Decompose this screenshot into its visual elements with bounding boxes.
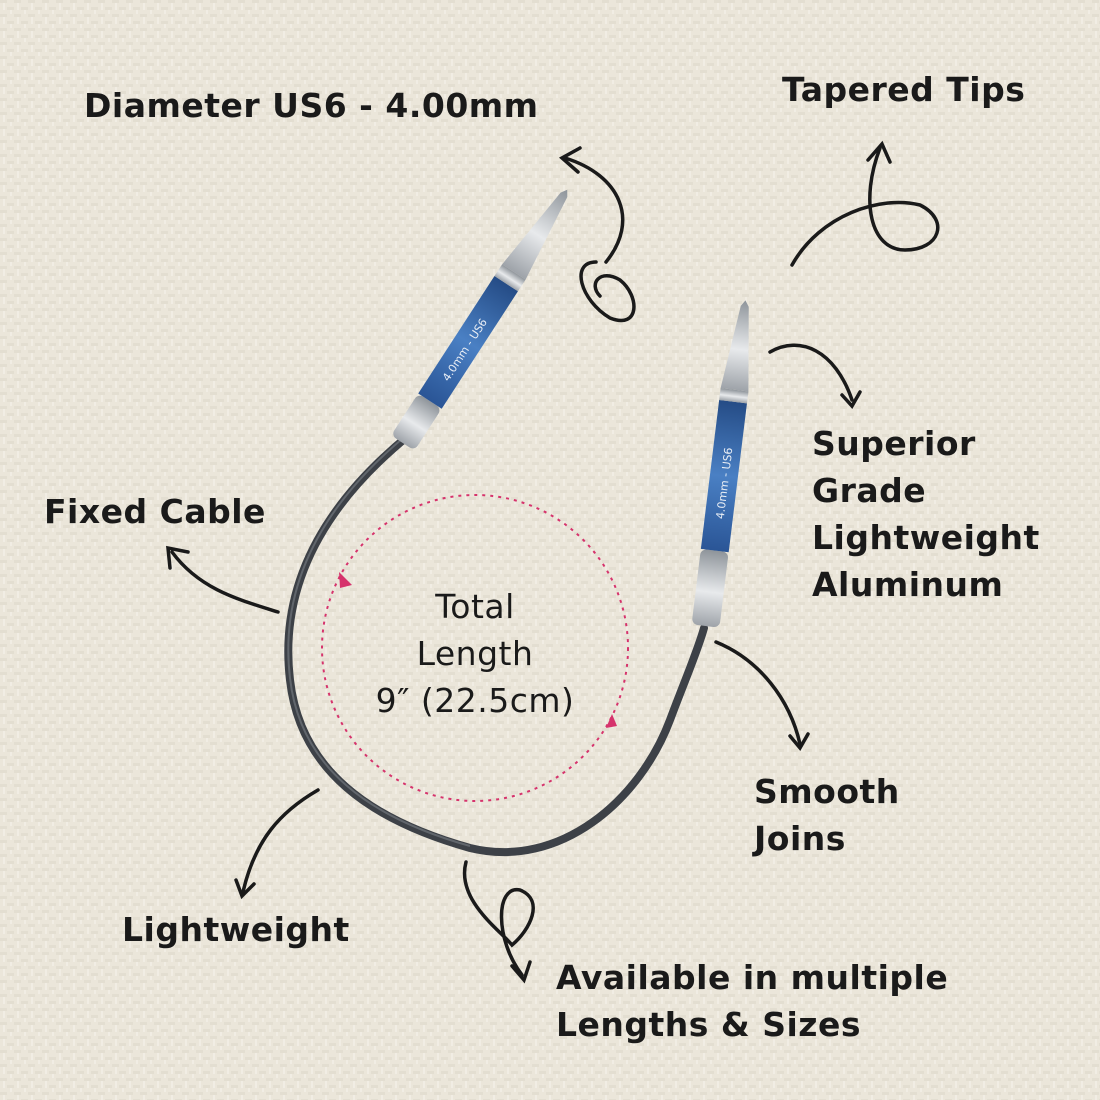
total-length-line-2: Length <box>416 634 534 673</box>
right-tip <box>720 300 749 392</box>
circle-arrowhead-left <box>339 572 352 588</box>
diameter-arrowhead <box>558 146 582 174</box>
superior-line-2: Grade <box>812 471 927 510</box>
lightweight-label: Lightweight <box>122 910 350 949</box>
available-arrowhead <box>510 960 532 984</box>
lightweight-arrow <box>241 788 320 894</box>
tapered-tips-arrowhead <box>866 140 892 164</box>
available-line-1: Available in multiple <box>556 958 949 997</box>
left-needle-body <box>418 276 518 409</box>
smooth-joins-arrow <box>714 640 802 746</box>
total-length-line-3: 9″ (22.5cm) <box>375 681 575 720</box>
lightweight-arrowhead <box>234 878 256 900</box>
tapered-tips-label: Tapered Tips <box>782 70 1026 109</box>
cable-highlight <box>287 433 471 847</box>
right-needle-body <box>700 399 747 553</box>
total-length-line-1: Total <box>435 587 515 626</box>
right-needle: 4.0mm - US6 <box>692 300 749 627</box>
smooth-joins-line-1: Smooth <box>754 772 900 811</box>
fixed-cable-arrowhead <box>166 545 190 570</box>
superior-arrowhead <box>840 390 862 409</box>
left-collar <box>494 264 526 292</box>
fixed-cable-label: Fixed Cable <box>44 492 266 531</box>
left-joint <box>393 395 440 449</box>
superior-line-1: Superior <box>812 424 976 463</box>
smooth-joins-line-2: Joins <box>754 819 846 858</box>
available-line-2: Lengths & Sizes <box>556 1005 861 1044</box>
smooth-joins-arrowhead <box>788 732 810 752</box>
total-length-label: Total Length 9″ (22.5cm) <box>355 583 595 724</box>
superior-line-4: Aluminum <box>812 565 1004 604</box>
superior-label: Superior Grade Lightweight Aluminum <box>812 420 1040 608</box>
superior-arrow <box>768 343 854 402</box>
diameter-loop <box>579 260 636 323</box>
right-collar <box>719 388 749 404</box>
length-dotted-circle <box>321 494 629 802</box>
superior-line-3: Lightweight <box>812 518 1040 557</box>
circle-arrowhead-right <box>606 714 617 728</box>
fixed-cable-arrow <box>170 550 280 614</box>
diameter-arrow <box>563 156 625 264</box>
smooth-joins-label: Smooth Joins <box>754 768 900 862</box>
available-arrow <box>462 860 535 977</box>
tapered-tips-arrow <box>790 146 940 267</box>
available-label: Available in multiple Lengths & Sizes <box>556 954 948 1048</box>
diameter-label: Diameter US6 - 4.00mm <box>84 86 539 125</box>
right-joint <box>692 549 728 627</box>
left-tip <box>502 189 568 280</box>
